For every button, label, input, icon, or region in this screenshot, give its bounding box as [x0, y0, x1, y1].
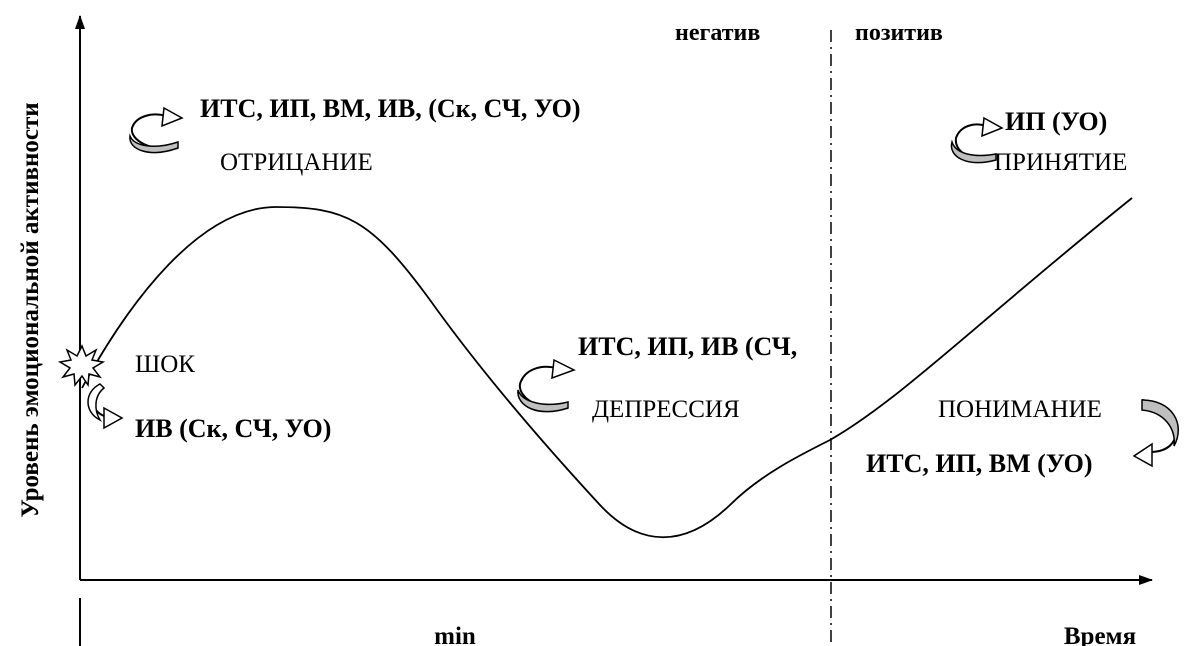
y-axis-label: Уровень эмоциональной активности [17, 102, 44, 517]
bottom-left-bracket-arrow [79, 598, 81, 646]
shock-cycle-icon [87, 383, 124, 430]
shock-methods: ИВ (Ск, СЧ, УО) [135, 414, 331, 443]
min-label: min [434, 623, 476, 646]
positive-zone-label: позитив [855, 20, 943, 46]
acceptance-cycle-icon [950, 116, 1004, 164]
denial-methods: ИТС, ИП, ВМ, ИВ, (Ск, СЧ, УО) [200, 94, 581, 123]
negative-zone-label: негатив [675, 20, 760, 46]
shock-burst-icon [57, 344, 106, 388]
understanding-cycle-icon [1132, 399, 1179, 468]
acceptance-label: ПРИНЯТИЕ [994, 149, 1127, 176]
understanding-label: ПОНИМАНИЕ [938, 396, 1102, 423]
denial-cycle-icon [129, 106, 184, 154]
denial-label: ОТРИЦАНИЕ [220, 149, 373, 176]
acceptance-methods: ИП (УО) [1005, 107, 1107, 136]
depression-label: ДЕПРЕССИЯ [592, 396, 740, 423]
depression-methods: ИТС, ИП, ИВ (СЧ, [578, 332, 797, 361]
emotion-curve [81, 197, 1133, 538]
understanding-methods: ИТС, ИП, ВМ (УО) [866, 449, 1093, 478]
depression-cycle-icon [517, 358, 576, 413]
x-axis-label: Время [1064, 623, 1136, 646]
shock-label: ШОК [135, 351, 195, 378]
